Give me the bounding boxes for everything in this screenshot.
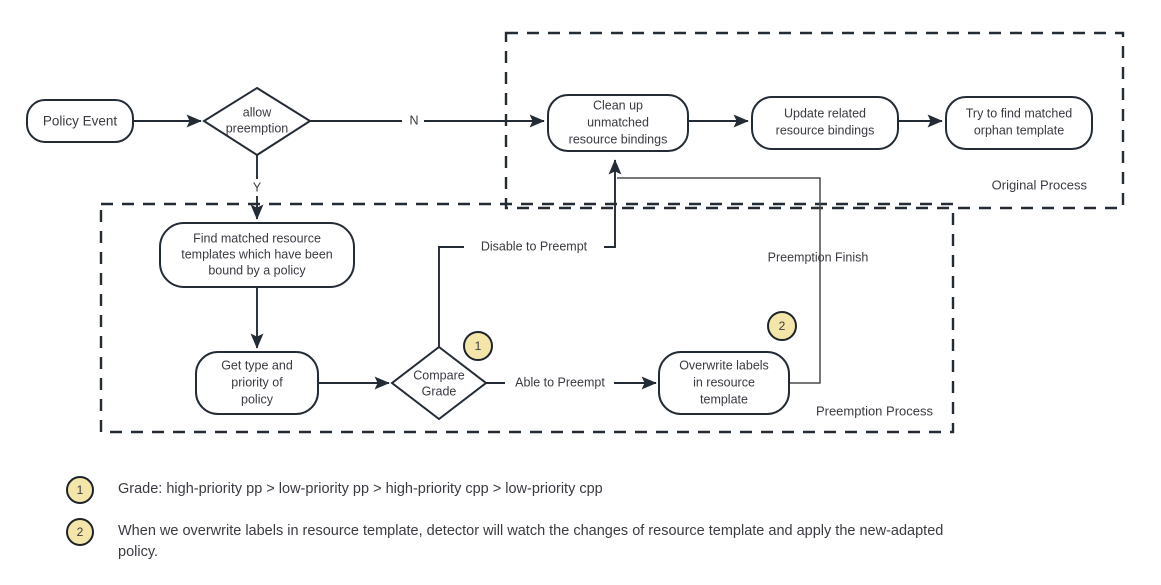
node-get-type-label-2: priority of	[231, 375, 283, 389]
node-try-find-orphan-label-1: Try to find matched	[966, 106, 1073, 120]
node-allow-preemption-label-2: preemption	[226, 121, 289, 135]
badge-one-circle	[463, 331, 493, 361]
legend-area: 1 Grade: high-priority pp > low-priority…	[0, 466, 1161, 566]
legend-badge-1: 1	[66, 476, 94, 504]
badge-two-circle	[767, 311, 797, 341]
edge-label-able-to-preempt: Able to Preempt	[515, 375, 605, 389]
node-overwrite-labels-label-2: in resource	[693, 375, 755, 389]
legend-item-2: 2 When we overwrite labels in resource t…	[66, 518, 978, 563]
legend-text-2: When we overwrite labels in resource tem…	[118, 523, 944, 560]
node-get-type-and-priority-of-policy[interactable]: Get type and priority of policy	[195, 351, 319, 415]
legend-badge-2: 2	[66, 518, 94, 546]
node-try-find-orphan-shape	[945, 96, 1093, 150]
node-clean-up-shape	[547, 94, 689, 152]
node-find-matched-resource-templates[interactable]: Find matched resource templates which ha…	[159, 222, 355, 288]
node-compare-grade-label-1: Compare	[413, 368, 464, 382]
node-clean-up-label-3: resource bindings	[569, 132, 668, 146]
node-policy-event[interactable]: Policy Event	[26, 99, 134, 143]
group-preemption-process	[99, 202, 955, 434]
node-compare-grade-label-2: Grade	[422, 384, 457, 398]
node-overwrite-labels-in-resource-template[interactable]: Overwrite labels in resource template	[658, 351, 790, 415]
node-try-find-orphan-label-2: orphan template	[974, 123, 1064, 137]
edge-label-no: N	[409, 113, 418, 127]
node-clean-up-unmatched-resource-bindings[interactable]: Clean up unmatched resource bindings	[547, 94, 689, 152]
node-update-related-label-2: resource bindings	[776, 123, 875, 137]
node-overwrite-labels-label-3: template	[700, 392, 748, 406]
node-update-related-resource-bindings[interactable]: Update related resource bindings	[751, 96, 899, 150]
node-find-matched-label-3: bound by a policy	[208, 263, 306, 277]
node-overwrite-labels-label-1: Overwrite labels	[679, 358, 769, 372]
legend-text-1: Grade: high-priority pp > low-priority p…	[118, 481, 603, 497]
node-find-matched-shape	[159, 222, 355, 288]
node-compare-grade[interactable]: Compare Grade	[390, 345, 488, 421]
node-find-matched-label-1: Find matched resource	[193, 231, 321, 245]
node-overwrite-labels-shape	[658, 351, 790, 415]
group-preemption-process-label: Preemption Process	[816, 403, 934, 418]
node-find-matched-label-2: templates which have been	[181, 247, 333, 261]
node-compare-grade-shape	[390, 345, 488, 421]
edge-disable-preempt-seg1	[438, 246, 464, 348]
badge-one-label: 1	[475, 339, 482, 353]
legend-item-1: 1 Grade: high-priority pp > low-priority…	[66, 476, 603, 504]
node-get-type-label-1: Get type and	[221, 358, 293, 372]
node-clean-up-label-2: unmatched	[587, 115, 649, 129]
badge-one-marker[interactable]: 1	[463, 331, 493, 361]
node-update-related-shape	[751, 96, 899, 150]
node-allow-preemption[interactable]: allow preemption	[202, 86, 312, 157]
node-policy-event-shape	[26, 99, 134, 143]
node-clean-up-label-1: Clean up	[593, 98, 643, 112]
node-get-type-label-3: policy	[241, 392, 274, 406]
edge-label-disable-to-preempt: Disable to Preempt	[481, 239, 588, 253]
badge-two-marker[interactable]: 2	[767, 311, 797, 341]
edge-label-yes: Y	[253, 180, 262, 194]
edge-label-preemption-finish: Preemption Finish	[768, 250, 869, 264]
node-update-related-label-1: Update related	[784, 106, 866, 120]
node-allow-preemption-shape	[202, 86, 312, 157]
node-policy-event-label: Policy Event	[43, 114, 118, 129]
edge-disable-preempt-seg2	[604, 159, 622, 248]
badge-two-label: 2	[779, 319, 786, 333]
edge-preemption-finish	[617, 177, 821, 384]
group-original-process-label: Original Process	[992, 177, 1088, 192]
node-get-type-shape	[195, 351, 319, 415]
node-allow-preemption-label-1: allow	[243, 105, 272, 119]
node-try-find-matched-orphan-template[interactable]: Try to find matched orphan template	[945, 96, 1093, 150]
